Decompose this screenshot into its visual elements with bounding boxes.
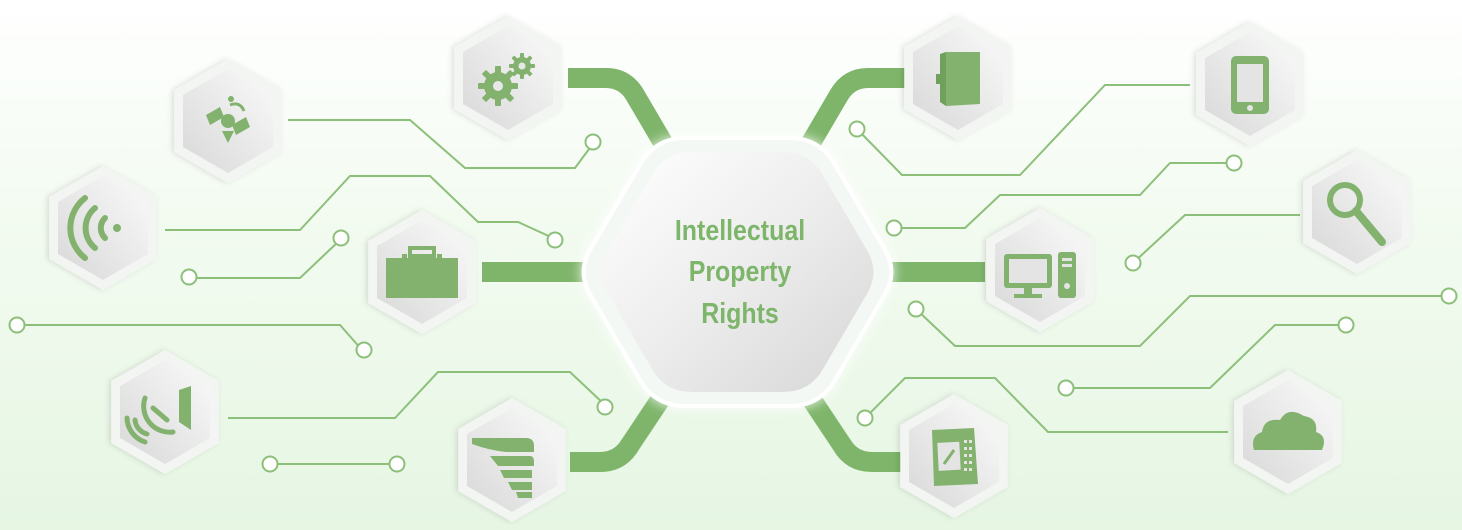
tablet-icon (1231, 56, 1269, 114)
circuit-line (857, 84, 1190, 176)
node-hand (458, 398, 566, 522)
center-hex-inner (601, 152, 874, 392)
circuit-terminals (8, 120, 1458, 473)
magnifier-icon (1327, 182, 1386, 246)
desktop-computer-icon (1004, 252, 1076, 298)
hex-nodes (49, 16, 1411, 522)
terminal-ring (8, 316, 26, 334)
satellite-dish-icon (124, 386, 191, 445)
circuit-lines (18, 84, 1448, 465)
node-briefcase (368, 210, 476, 334)
circuit-line (165, 175, 554, 239)
terminal-ring (546, 231, 564, 249)
terminal-ring (1124, 254, 1142, 272)
terminal-ring (261, 455, 279, 473)
terminal-ring (848, 120, 866, 138)
terminal-ring (355, 341, 373, 359)
circuit-line (18, 324, 363, 351)
terminal-ring (1225, 154, 1243, 172)
terminal-ring (584, 133, 602, 151)
circuit-line (228, 371, 606, 419)
center-hub (581, 136, 894, 408)
connector-book (793, 68, 908, 164)
wifi-signal-icon (67, 195, 121, 261)
circuit-line (895, 162, 1232, 229)
book-icon (936, 52, 980, 106)
briefcase-icon (386, 246, 458, 298)
circuit-line (1132, 214, 1300, 264)
cloud-icon (1253, 411, 1324, 450)
center-title-line-1: Intellectual (674, 215, 806, 248)
terminal-ring (907, 300, 925, 318)
circuit-line (864, 377, 1228, 433)
satellite-icon (206, 96, 250, 143)
terminal-ring (596, 398, 614, 416)
terminal-ring (388, 455, 406, 473)
ereader-icon (932, 428, 978, 486)
terminal-ring (1337, 316, 1355, 334)
node-ereader (900, 394, 1008, 518)
node-wifi (49, 166, 157, 290)
node-tablet (1196, 22, 1304, 146)
connector-gears (568, 68, 681, 164)
center-title-line-3: Rights (701, 297, 779, 330)
node-book (904, 16, 1012, 140)
center-hub-title: Intellectual Property Rights (637, 198, 843, 348)
terminal-ring (1057, 379, 1075, 397)
node-satellite-dish (111, 350, 219, 474)
connector-ereader (791, 376, 902, 472)
terminal-ring (1440, 287, 1458, 305)
node-cloud (1234, 370, 1342, 494)
circuit-line (1066, 324, 1345, 389)
circuit-line (288, 119, 593, 169)
hand-icon (472, 438, 534, 498)
circuit-line (916, 295, 1448, 347)
node-magnifier (1303, 150, 1411, 274)
center-title-line-2: Property (688, 256, 792, 289)
terminal-ring (332, 229, 350, 247)
terminal-ring (885, 219, 903, 237)
terminal-ring (180, 268, 198, 286)
node-satellite (174, 59, 282, 183)
node-gears (454, 16, 562, 140)
terminal-ring (856, 409, 874, 427)
node-computer (986, 208, 1094, 332)
circuit-line (190, 239, 341, 279)
gears-icon (478, 53, 535, 106)
connector-hand (570, 376, 681, 472)
